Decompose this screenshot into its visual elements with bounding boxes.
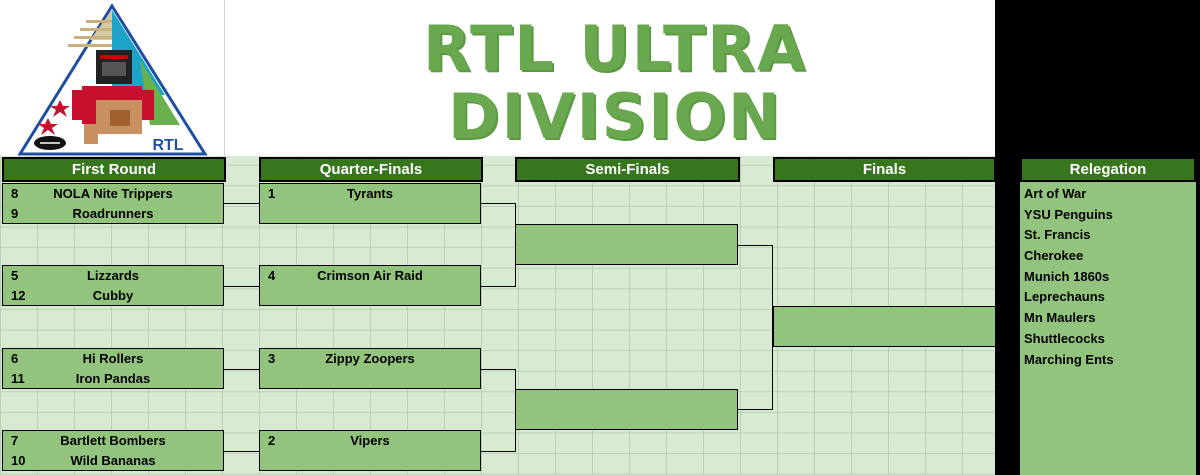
list-item: Shuttlecocks bbox=[1024, 330, 1105, 346]
seed: 7 bbox=[11, 433, 19, 448]
team-name: Zippy Zoopers bbox=[325, 351, 415, 366]
bracket-connector bbox=[738, 409, 773, 410]
relegation-panel bbox=[1020, 157, 1196, 475]
bracket-connector bbox=[224, 203, 259, 204]
bracket-connector bbox=[772, 245, 773, 410]
list-item: St. Francis bbox=[1024, 227, 1091, 243]
bracket-connector bbox=[481, 203, 516, 204]
quarter-final-match-1: 1 Tyrants bbox=[259, 183, 481, 224]
first-round-match-4: 7 Bartlett Bombers 10 Wild Bananas bbox=[2, 430, 224, 471]
bracket-connector bbox=[224, 369, 259, 370]
seed: 12 bbox=[11, 287, 26, 303]
team-name: Crimson Air Raid bbox=[317, 268, 423, 283]
list-item: Art of War bbox=[1024, 186, 1087, 201]
seed: 1 bbox=[268, 186, 276, 201]
quarter-final-match-4: 2 Vipers bbox=[259, 430, 481, 471]
header-finals: Finals bbox=[773, 157, 996, 182]
team-name: Cubby bbox=[92, 287, 134, 303]
header-semi-finals: Semi-Finals bbox=[515, 157, 740, 182]
first-round-match-1: 8 NOLA Nite Trippers 9 Roadrunners bbox=[2, 183, 224, 224]
semi-final-match-1 bbox=[515, 224, 738, 265]
seed: 2 bbox=[268, 433, 276, 448]
seed: 6 bbox=[11, 351, 19, 366]
bracket-connector bbox=[481, 451, 516, 452]
bracket-connector bbox=[224, 451, 259, 452]
semi-final-match-2 bbox=[515, 389, 738, 430]
bracket-connector bbox=[515, 369, 516, 452]
list-item: YSU Penguins bbox=[1024, 206, 1113, 222]
list-item: Mn Maulers bbox=[1024, 310, 1096, 326]
logo-cell: RTL bbox=[0, 0, 225, 156]
bracket-connector bbox=[224, 286, 259, 287]
header-quarter-finals: Quarter-Finals bbox=[259, 157, 483, 182]
first-round-match-2: 5 Lizzards 12 Cubby bbox=[2, 265, 224, 306]
list-item: Leprechauns bbox=[1024, 289, 1105, 305]
team-name: NOLA Nite Trippers bbox=[53, 186, 173, 201]
seed: 11 bbox=[11, 370, 25, 386]
header-relegation: Relegation bbox=[1020, 157, 1196, 182]
page-title-line1: RTL ULTRA bbox=[423, 12, 807, 85]
rtl-logo: RTL bbox=[17, 3, 208, 156]
team-name: Bartlett Bombers bbox=[60, 433, 166, 448]
team-name: Hi Rollers bbox=[82, 351, 144, 366]
team-name: Roadrunners bbox=[72, 205, 154, 221]
quarter-final-match-2: 4 Crimson Air Raid bbox=[259, 265, 481, 306]
seed: 4 bbox=[268, 268, 276, 283]
quarter-final-match-3: 3 Zippy Zoopers bbox=[259, 348, 481, 389]
header-first-round: First Round bbox=[2, 157, 226, 182]
team-name: Lizzards bbox=[86, 268, 139, 283]
final-match bbox=[773, 306, 996, 347]
team-name: Vipers bbox=[350, 433, 390, 448]
seed: 10 bbox=[11, 452, 26, 468]
relegation-list: Art of War YSU Penguins St. Francis Cher… bbox=[1024, 184, 1194, 370]
bracket-connector bbox=[738, 245, 773, 246]
page-title-line2: DIVISION bbox=[448, 80, 782, 153]
list-item: Munich 1860s bbox=[1024, 268, 1110, 284]
seed: 5 bbox=[11, 268, 19, 283]
bracket-connector bbox=[481, 369, 516, 370]
seed: 9 bbox=[11, 205, 19, 221]
team-name: Wild Bananas bbox=[70, 452, 156, 468]
team-name: Tyrants bbox=[347, 186, 393, 201]
first-round-match-3: 6 Hi Rollers 11 Iron Pandas bbox=[2, 348, 224, 389]
seed: 8 bbox=[11, 186, 19, 201]
bracket-connector bbox=[481, 286, 516, 287]
team-name: Iron Pandas bbox=[75, 370, 151, 386]
seed: 3 bbox=[268, 351, 276, 366]
list-item: Marching Ents bbox=[1024, 351, 1114, 367]
list-item: Cherokee bbox=[1024, 248, 1084, 264]
logo-text: RTL bbox=[152, 137, 183, 154]
bracket-connector bbox=[515, 203, 516, 287]
